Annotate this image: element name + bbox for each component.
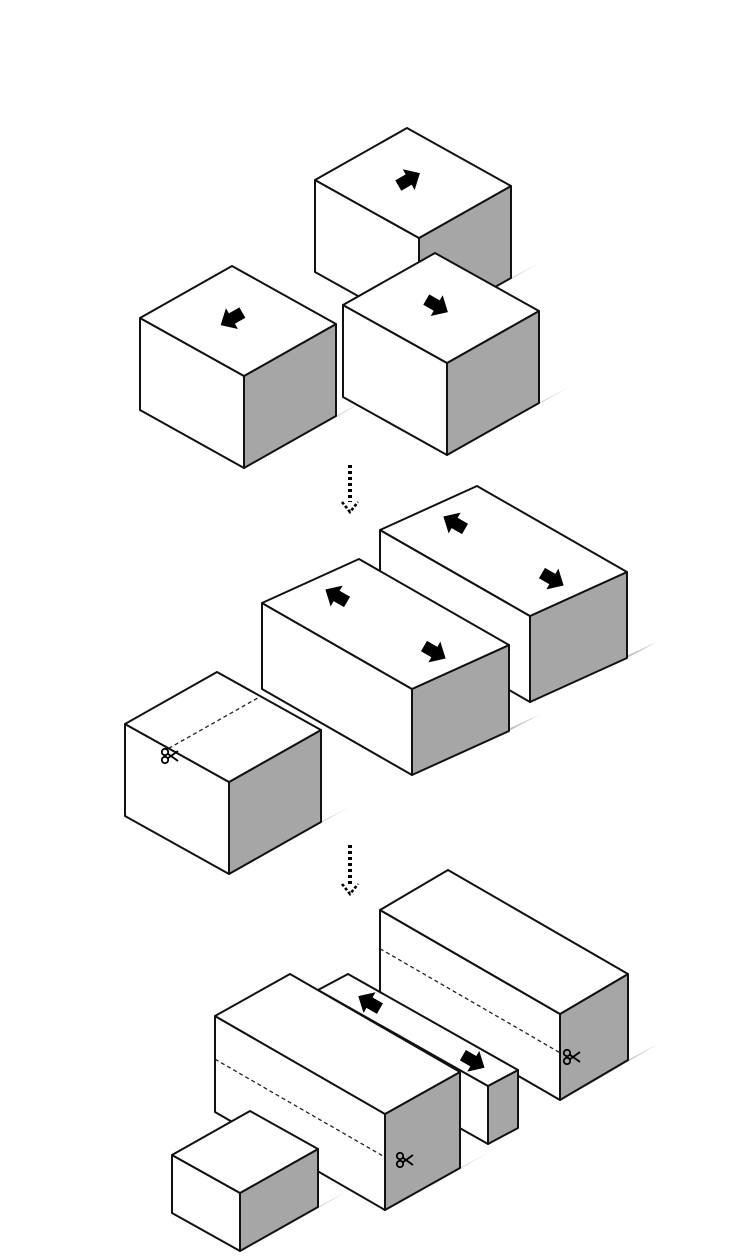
cut-line (214, 1058, 386, 1158)
stage-1-block-left (139, 265, 337, 469)
block-layer (124, 127, 629, 1252)
connector-head (340, 883, 360, 897)
top-face (261, 558, 510, 690)
stage-3-block-small (171, 1110, 319, 1252)
arrow-icon (220, 307, 246, 329)
top-face (379, 869, 629, 1015)
arrow-icon (325, 585, 351, 608)
connector-head (340, 501, 360, 515)
arrow-icon (459, 1050, 485, 1072)
dotted-down-arrow-icon (340, 845, 360, 897)
arrow-icon (423, 294, 448, 316)
stage-2-block-cut (124, 671, 322, 875)
dotted-down-arrow-icon (340, 465, 360, 515)
stage-3-block-back (379, 869, 629, 1101)
arrow-icon (395, 169, 420, 191)
arrow-icon (358, 992, 383, 1014)
top-face (379, 485, 628, 617)
top-face (171, 1110, 319, 1194)
stage-3-block-front (214, 973, 461, 1211)
stage-2-block-middle (261, 558, 510, 776)
arrow-icon (443, 512, 469, 535)
top-face (124, 671, 322, 783)
connector-layer (340, 465, 360, 897)
top-face (214, 973, 461, 1115)
stage-1-block-right (342, 252, 540, 456)
arrow-icon (538, 567, 564, 590)
arrow-icon (420, 640, 446, 663)
cut-line (168, 695, 261, 749)
